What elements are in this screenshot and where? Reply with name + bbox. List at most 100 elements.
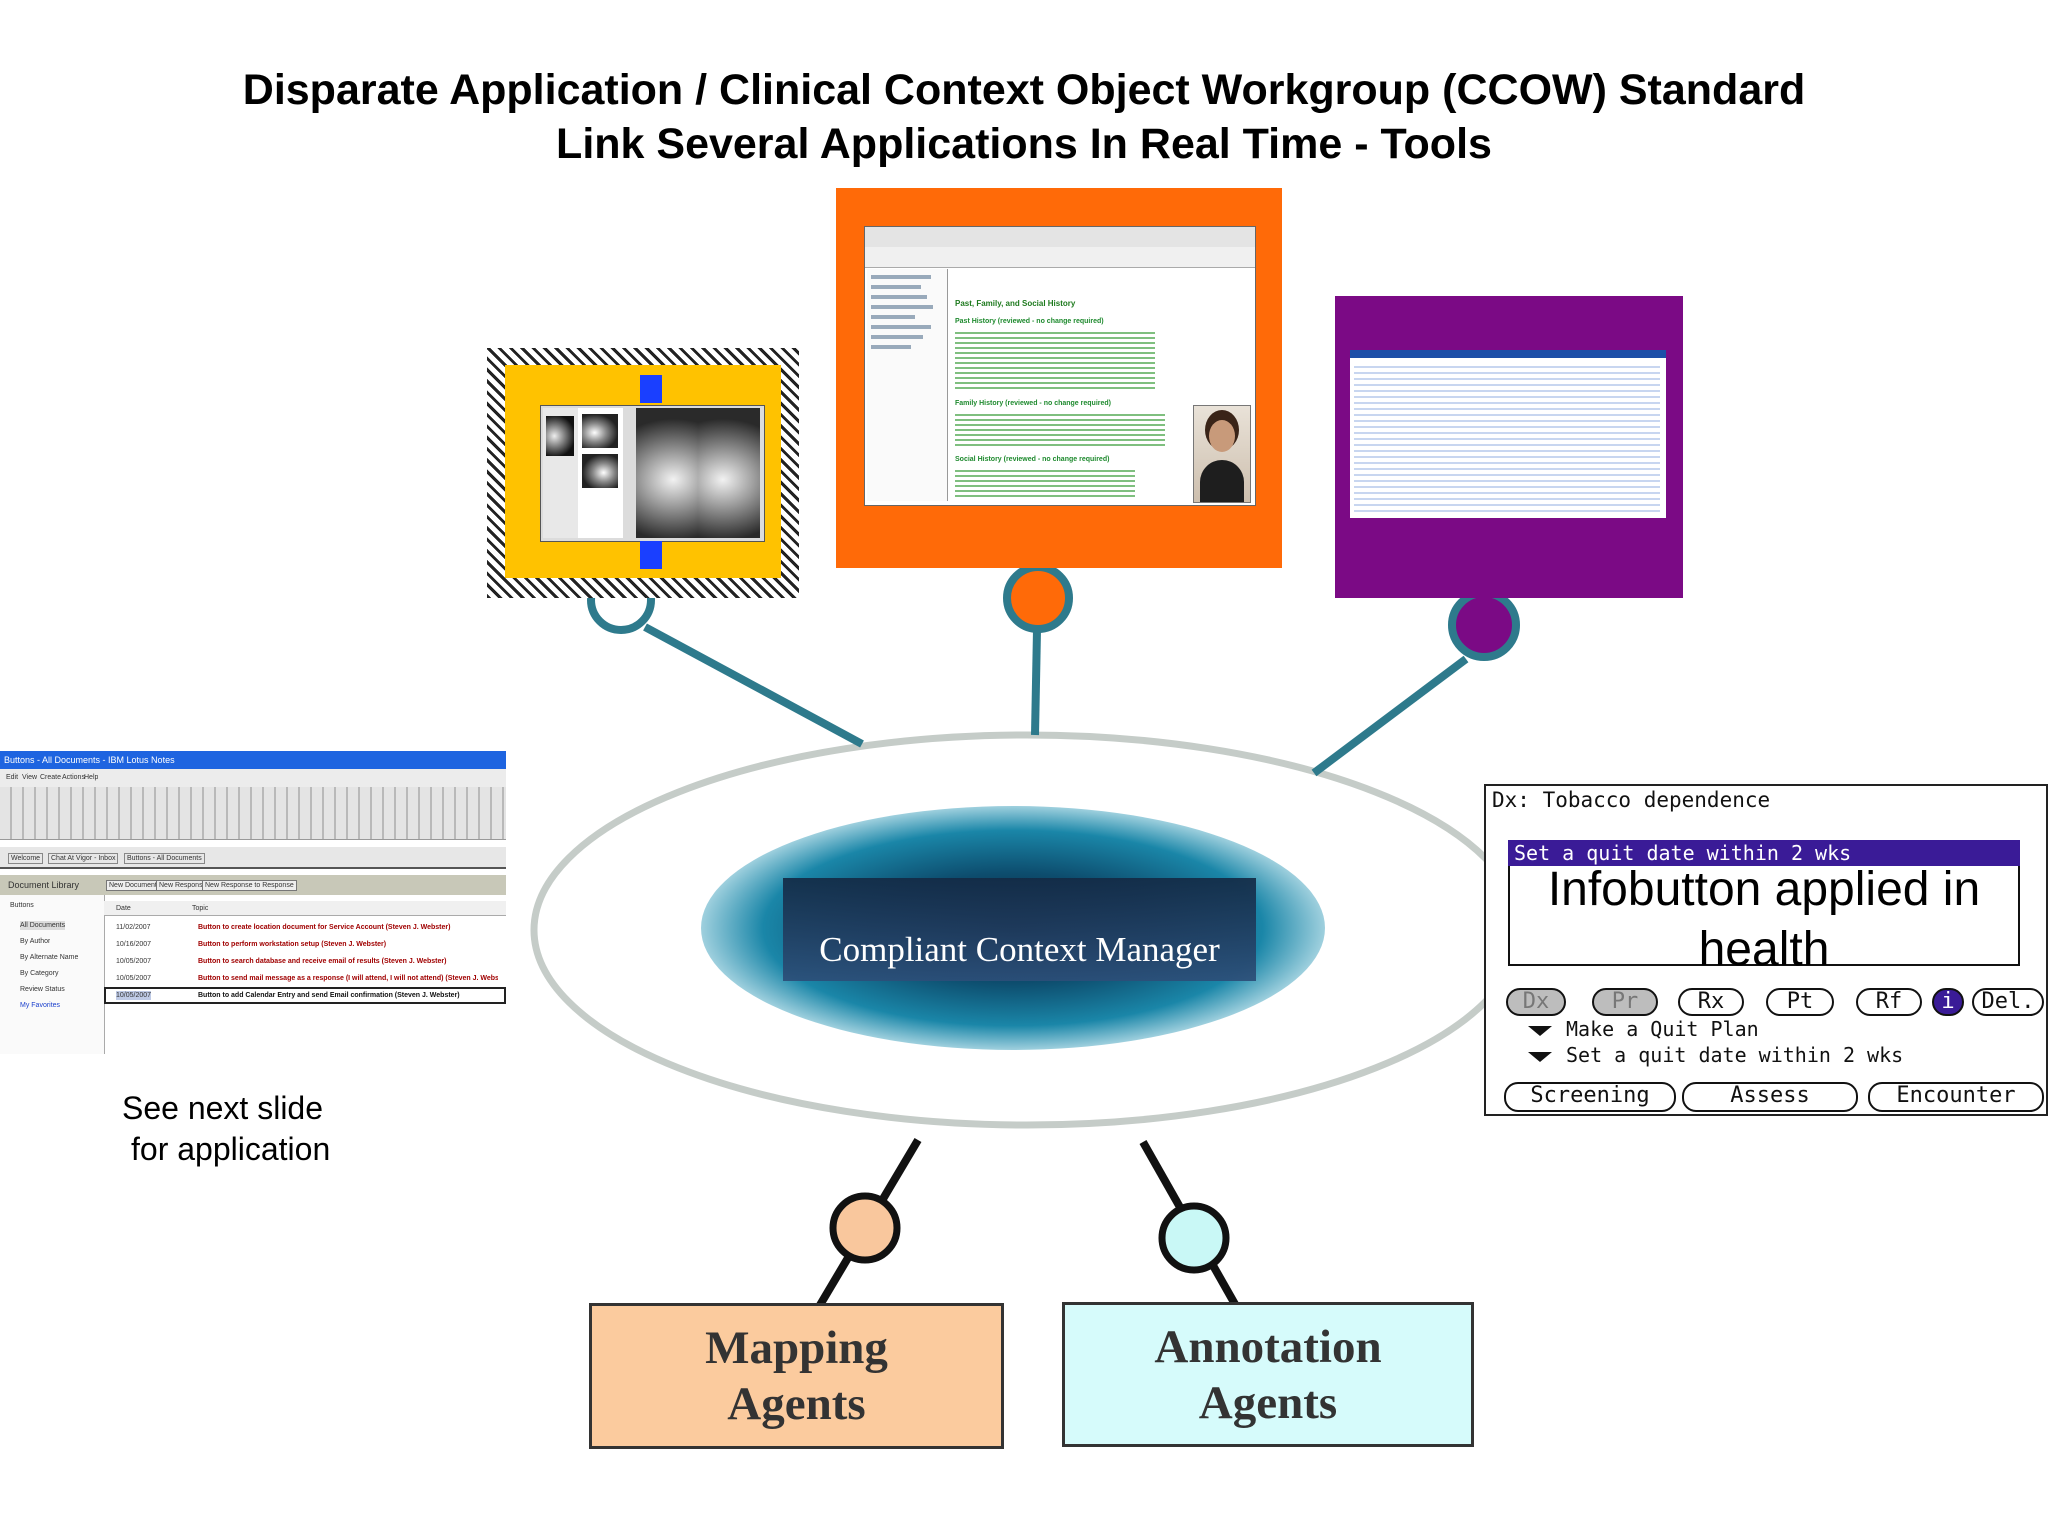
table-row[interactable]: 10/05/2007 Button to search database and… <box>104 953 506 970</box>
infobutton-overlay-box: Infobutton applied in health <box>1508 863 2020 976</box>
lotus-tab-bar: Welcome Chat At Vigor - Inbox Buttons - … <box>0 847 506 869</box>
slide-title-line2: Link Several Applications In Real Time -… <box>556 120 1492 168</box>
report-app-frame[interactable] <box>1335 296 1683 598</box>
tab-dx[interactable]: Dx <box>1506 988 1566 1016</box>
ehr-tab-bar <box>865 227 1255 248</box>
lotus-notes-window[interactable]: Buttons - All Documents - IBM Lotus Note… <box>0 751 506 1054</box>
item-make-quit-plan[interactable]: Make a Quit Plan <box>1566 1017 1759 1041</box>
lotus-menu-view[interactable]: View <box>22 774 38 781</box>
annotation-node-icon <box>1158 1202 1230 1274</box>
xray-viewer-window <box>540 405 765 542</box>
table-row[interactable]: 10/05/2007 Button to send mail message a… <box>104 970 506 987</box>
xray-thumb-3 <box>582 454 618 488</box>
infobutton-overlay-text: Infobutton applied in health <box>1547 863 1981 976</box>
lotus-new-response-to-response-button[interactable]: New Response to Response <box>202 880 297 891</box>
context-manager-label: Compliant Context Manager <box>819 930 1220 969</box>
tab-pr[interactable]: Pr <box>1592 988 1658 1016</box>
report-connector <box>1311 655 1469 777</box>
mapping-agents-line2: Agents <box>727 1378 866 1430</box>
info-icon[interactable]: i <box>1932 988 1964 1016</box>
tab-rx[interactable]: Rx <box>1678 988 1744 1016</box>
patient-photo-avatar <box>1193 405 1251 503</box>
lotus-menu-help[interactable]: Help <box>84 774 99 781</box>
lotus-sidebar-by-category[interactable]: By Category <box>20 970 59 977</box>
encounter-button[interactable]: Encounter <box>1868 1082 2044 1112</box>
xray-marker-top <box>640 375 662 403</box>
lotus-document-list: 11/02/2007 Button to create location doc… <box>104 919 506 1019</box>
lotus-toolbar <box>0 787 506 840</box>
lotus-tab-welcome[interactable]: Welcome <box>8 853 44 864</box>
item-arrow-icon <box>1528 1052 1552 1062</box>
row-topic: Button to create location document for S… <box>198 924 451 931</box>
chest-xray-image <box>636 408 760 538</box>
lotus-title-bar: Buttons - All Documents - IBM Lotus Note… <box>0 751 506 769</box>
item-set-quit-date[interactable]: Set a quit date within 2 wks <box>1566 1043 1904 1067</box>
highlighted-recommendation[interactable]: Set a quit date within 2 wks <box>1508 840 2020 868</box>
ehr-app-window: Past, Family, and Social History Past Hi… <box>864 226 1256 506</box>
report-table <box>1354 362 1660 512</box>
annotation-agents-line2: Agents <box>1198 1376 1338 1429</box>
xray-connector <box>643 623 864 748</box>
tab-delete[interactable]: Del. <box>1972 988 2044 1016</box>
row-date: 11/02/2007 <box>116 924 151 931</box>
xray-list-panel <box>578 408 623 538</box>
lotus-menu-edit[interactable]: Edit <box>6 774 19 781</box>
annotation-agents-box[interactable]: Annotation Agents <box>1062 1302 1474 1447</box>
dx-header: Dx: Tobacco dependence <box>1492 788 1771 812</box>
lotus-menu-bar: Edit View Create Actions Help <box>0 769 506 788</box>
ehr-text-block-3 <box>955 467 1135 499</box>
table-row[interactable]: 11/02/2007 Button to create location doc… <box>104 919 506 936</box>
xray-thumb-2 <box>582 414 618 448</box>
tab-rf[interactable]: Rf <box>1856 988 1922 1016</box>
side-note-line2: for application <box>131 1131 331 1167</box>
mapping-agents-box[interactable]: Mapping Agents <box>589 1303 1004 1449</box>
row-date: 10/05/2007 <box>116 991 152 1000</box>
ehr-node-icon <box>1003 563 1073 633</box>
xray-app-frame[interactable] <box>505 365 781 578</box>
lotus-sidebar-review-status[interactable]: Review Status <box>20 986 65 993</box>
lotus-col-topic[interactable]: Topic <box>192 905 209 912</box>
lotus-menu-actions[interactable]: Actions <box>62 774 85 781</box>
lotus-new-document-button[interactable]: New Document <box>106 880 160 891</box>
lotus-sidebar-my-favorites[interactable]: My Favorites <box>20 1002 61 1009</box>
row-topic: Button to search database and receive em… <box>198 958 447 965</box>
xray-marker-bottom <box>640 541 662 569</box>
table-row[interactable]: 10/05/2007 Button to add Calendar Entry … <box>104 987 506 1004</box>
row-topic: Button to perform workstation setup (Ste… <box>198 941 387 948</box>
ehr-subheading-1: Past History (reviewed - no change requi… <box>955 318 1104 325</box>
ehr-heading: Past, Family, and Social History <box>955 299 1076 308</box>
lotus-tab-buttons[interactable]: Buttons - All Documents <box>124 853 205 864</box>
row-date: 10/05/2007 <box>116 975 152 982</box>
ehr-app-frame[interactable]: Past, Family, and Social History Past Hi… <box>836 188 1282 568</box>
slide-title-line1: Disparate Application / Clinical Context… <box>242 66 1806 114</box>
item-arrow-icon <box>1528 1026 1552 1036</box>
report-app-window <box>1350 350 1666 518</box>
report-header-bar <box>1350 350 1666 358</box>
ehr-subheading-2: Family History (reviewed - no change req… <box>955 400 1111 407</box>
lotus-action-bar: New Document New Response New Response t… <box>104 875 506 895</box>
assess-button[interactable]: Assess <box>1682 1082 1858 1112</box>
mapping-node-icon <box>829 1192 901 1264</box>
screening-button[interactable]: Screening <box>1504 1082 1676 1112</box>
lotus-column-header: Date Topic <box>104 901 506 916</box>
ehr-toolbar <box>865 247 1255 268</box>
lotus-tab-inbox[interactable]: Chat At Vigor - Inbox <box>48 853 119 864</box>
lotus-sidebar-by-alternate-name[interactable]: By Alternate Name <box>20 954 79 961</box>
context-manager-label-box <box>783 878 1256 981</box>
ehr-connector <box>1031 629 1041 736</box>
lotus-sidebar-all-documents[interactable]: All Documents <box>20 921 66 930</box>
infobutton-panel: Dx: Tobacco dependence Set a quit date w… <box>1484 784 2048 1116</box>
tab-pt[interactable]: Pt <box>1766 988 1834 1016</box>
report-node-icon <box>1448 589 1520 661</box>
ehr-left-nav <box>867 269 948 501</box>
row-topic: Button to send mail message as a respons… <box>198 975 498 982</box>
table-row[interactable]: 10/16/2007 Button to perform workstation… <box>104 936 506 953</box>
lotus-sidebar-by-author[interactable]: By Author <box>20 938 51 945</box>
lotus-menu-create[interactable]: Create <box>40 774 62 781</box>
lotus-col-date[interactable]: Date <box>116 905 131 912</box>
row-date: 10/05/2007 <box>116 958 152 965</box>
ehr-text-block-1 <box>955 329 1155 389</box>
mapping-agents-line1: Mapping <box>705 1322 888 1374</box>
side-note-line1: See next slide <box>122 1090 324 1126</box>
